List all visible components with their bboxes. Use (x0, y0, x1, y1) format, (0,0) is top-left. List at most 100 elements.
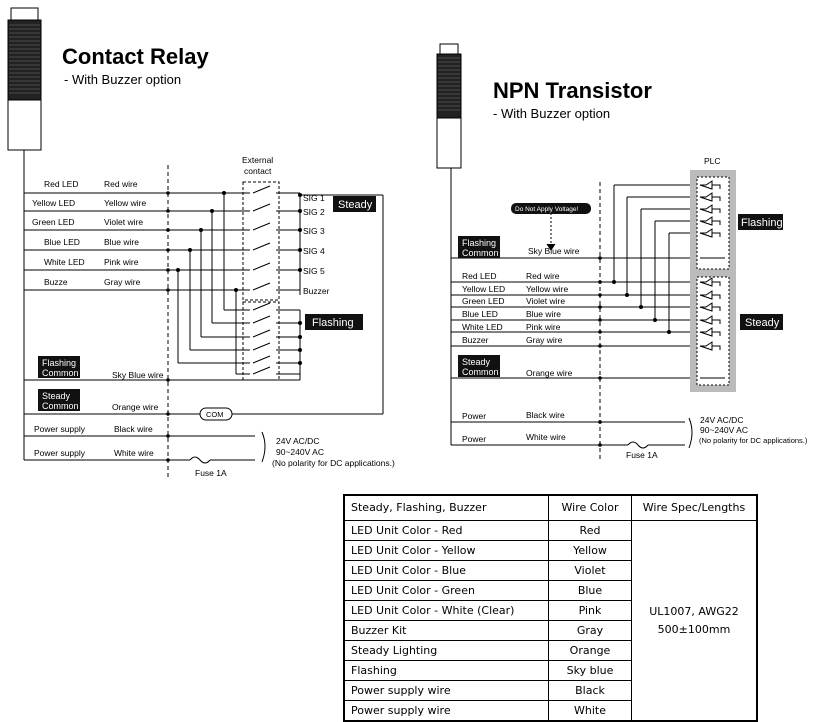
left-wire-label: Red wire (104, 179, 138, 189)
table-cell-color: Gray (548, 620, 632, 641)
right-wire-label: Red wire (526, 271, 560, 281)
right-tower-light (436, 43, 462, 185)
right-subtitle: - With Buzzer option (493, 106, 610, 121)
table-cell-item: Steady Lighting (343, 640, 549, 661)
left-steady-common-box (38, 389, 80, 411)
left-flashing-switches (242, 301, 280, 381)
right-wire-labels: Red wire Yellow wire Violet wire Blue wi… (526, 271, 568, 345)
left-diagram (7, 7, 384, 480)
right-flashing-common-box (458, 236, 500, 258)
sig-label: SIG 5 (303, 266, 325, 276)
right-junctions (598, 256, 671, 447)
left-tower-light (7, 7, 42, 175)
wiring-diagram: Contact Relay - With Buzzer option Exter… (7, 7, 808, 480)
table-cell-color: Orange (548, 640, 632, 661)
wire-spec-table: Steady, Flashing, Buzzer Wire Color Wire… (343, 494, 758, 722)
table-header: Wire Color (548, 494, 632, 521)
left-wire-label: Gray wire (104, 277, 141, 287)
left-voltage-2: 90~240V AC (276, 447, 324, 457)
right-wire-label: Yellow wire (526, 284, 568, 294)
right-steady-common-wire: Orange wire (526, 368, 573, 378)
plc-module (690, 170, 736, 392)
right-steady-common-2: Common (462, 367, 499, 377)
left-led-label: Red LED (44, 179, 79, 189)
left-voltage-1: 24V AC/DC (276, 436, 319, 446)
left-led-label: Yellow LED (32, 198, 75, 208)
left-steady-switches (242, 181, 280, 301)
right-steady-common-1: Steady (462, 357, 491, 367)
table-cell-item: Power supply wire (343, 680, 549, 701)
left-wire-label: Violet wire (104, 217, 143, 227)
sig-label: SIG 1 (303, 193, 325, 203)
table-cell-item: Buzzer Kit (343, 620, 549, 641)
table-cell-color: Pink (548, 600, 632, 621)
sig-label: SIG 3 (303, 226, 325, 236)
left-power-label-1: Power supply (34, 424, 86, 434)
right-power-wire-1: Black wire (526, 410, 565, 420)
left-com-label: COM (206, 410, 224, 419)
left-voltage-3: (No polarity for DC applications.) (272, 458, 395, 468)
table-cell-color: Red (548, 520, 632, 541)
table-header: Wire Spec/Lengths (631, 494, 758, 521)
left-junctions (166, 191, 302, 462)
right-flashing-box (738, 214, 783, 230)
right-voltage-2: 90~240V AC (700, 425, 748, 435)
table-cell-item: LED Unit Color - Red (343, 520, 549, 541)
left-steady-common-2: Common (42, 401, 79, 411)
left-led-labels: Red LED Yellow LED Green LED Blue LED Wh… (32, 179, 85, 287)
left-flashing-common-wire: Sky Blue wire (112, 370, 164, 380)
spec-line-2: 500±100mm (657, 622, 731, 636)
table-cell-color: White (548, 700, 632, 722)
external-contact-label-2: contact (244, 166, 272, 176)
sig-label: SIG 4 (303, 246, 325, 256)
right-power-wire-2: White wire (526, 432, 566, 442)
table-cell-color: Violet (548, 560, 632, 581)
left-wire-labels: Red wire Yellow wire Violet wire Blue wi… (104, 179, 146, 287)
left-flashing-common-box (38, 356, 80, 378)
right-flashing-common-1: Flashing (462, 238, 496, 248)
left-wire-label: Yellow wire (104, 198, 146, 208)
left-flashing-common-1: Flashing (42, 358, 76, 368)
table-cell-item: LED Unit Color - Blue (343, 560, 549, 581)
right-voltage-3: (No polarity for DC applications.) (699, 436, 808, 445)
right-steady-common-box (458, 355, 500, 377)
left-led-label: White LED (44, 257, 85, 267)
table-cell-color: Blue (548, 580, 632, 601)
right-voltage-1: 24V AC/DC (700, 415, 743, 425)
left-subtitle: - With Buzzer option (64, 72, 181, 87)
table-cell-color: Yellow (548, 540, 632, 561)
left-fuse-label: Fuse 1A (195, 468, 227, 478)
right-led-label: Green LED (462, 296, 505, 306)
table-row: LED Unit Color - Red Red UL1007, AWG22 5… (343, 520, 758, 722)
table-cell-color: Sky blue (548, 660, 632, 681)
warning-box (511, 203, 591, 214)
external-contact-label-1: External (242, 155, 273, 165)
right-wire-label: Violet wire (526, 296, 565, 306)
table-row: LED Unit Color - White (Clear)Pink (343, 600, 757, 621)
table-header-row: Steady, Flashing, Buzzer Wire Color Wire… (343, 494, 758, 521)
left-sig-labels: SIG 1 SIG 2 SIG 3 SIG 4 SIG 5 Buzzer (303, 193, 330, 296)
left-wire-label: Pink wire (104, 257, 139, 267)
table-header: Steady, Flashing, Buzzer (343, 494, 549, 521)
table-cell-spec: UL1007, AWG22 500±100mm (631, 520, 758, 722)
right-wire-label: Pink wire (526, 322, 561, 332)
right-led-label: Yellow LED (462, 284, 505, 294)
right-led-label: White LED (462, 322, 503, 332)
right-wire-label: Gray wire (526, 335, 563, 345)
left-title: Contact Relay (62, 44, 209, 69)
table-cell-color: Black (548, 680, 632, 701)
left-led-label: Blue LED (44, 237, 80, 247)
right-steady-label: Steady (745, 317, 780, 329)
left-power-wire-1: Black wire (114, 424, 153, 434)
table-cell-item: LED Unit Color - White (Clear) (343, 600, 549, 621)
sig-label: Buzzer (303, 286, 330, 296)
plc-label: PLC (704, 156, 721, 166)
left-flashing-common-2: Common (42, 368, 79, 378)
left-steady-common-wire: Orange wire (112, 402, 159, 412)
left-power-wire-2: White wire (114, 448, 154, 458)
sig-label: SIG 2 (303, 207, 325, 217)
left-flashing-label: Flashing (312, 317, 354, 329)
warning-label: Do Not Apply Voltage! (515, 206, 578, 213)
